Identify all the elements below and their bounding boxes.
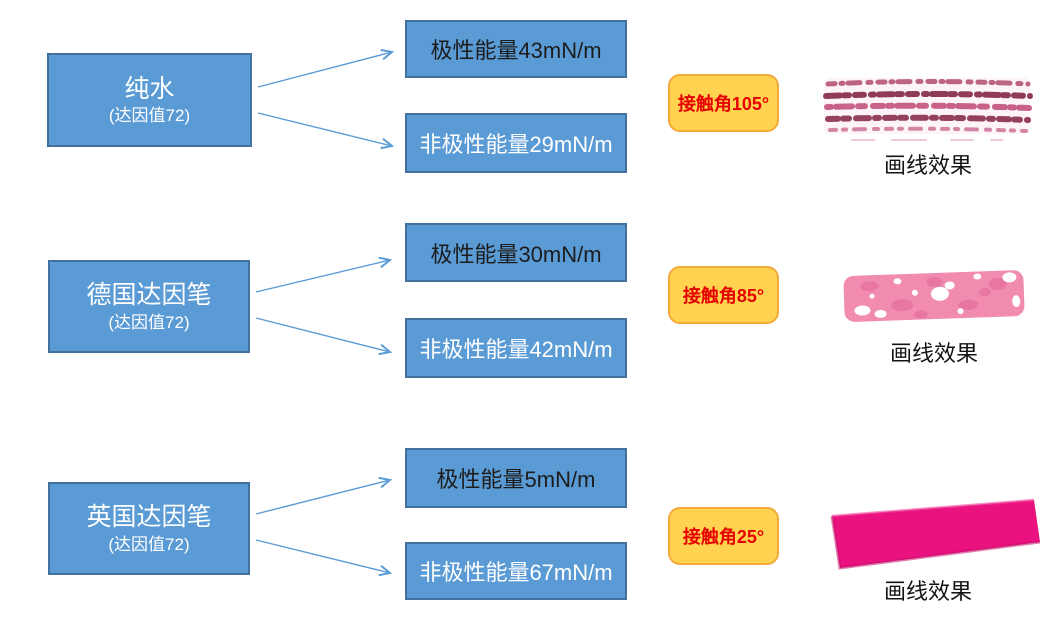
nonpolar-energy-box: 非极性能量29mN/m (405, 113, 627, 173)
contact-angle-badge: 接触角85° (668, 266, 779, 324)
contact-angle-badge: 接触角25° (668, 507, 779, 565)
stroke-caption: 画线效果 (883, 579, 972, 604)
stroke-caption: 画线效果 (883, 153, 972, 178)
polar-energy-box: 极性能量30mN/m (405, 223, 627, 282)
polar-energy-box: 极性能量5mN/m (405, 448, 627, 508)
source-title: 纯水 (124, 74, 175, 103)
pen-stroke-sample-solid (830, 498, 1041, 570)
source-subtitle: (达因值72) (108, 312, 190, 332)
source-box-british-dyne-pen: 英国达因笔 (达因值72) (48, 482, 250, 575)
source-title: 德国达因笔 (86, 281, 212, 310)
stroke-caption: 画线效果 (889, 341, 978, 366)
nonpolar-energy-box: 非极性能量67mN/m (405, 542, 627, 600)
source-box-german-dyne-pen: 德国达因笔 (达因值72) (48, 260, 250, 353)
source-box-pure-water: 纯水 (达因值72) (47, 53, 252, 147)
source-subtitle: (达因值72) (108, 106, 191, 125)
polar-energy-box: 极性能量43mN/m (405, 20, 627, 78)
pen-stroke-sample-broken (823, 78, 1033, 141)
pen-stroke-sample-mottled (843, 270, 1025, 322)
contact-angle-badge: 接触角105° (668, 74, 779, 132)
source-title: 英国达因笔 (86, 503, 212, 532)
source-subtitle: (达因值72) (108, 534, 190, 554)
nonpolar-energy-box: 非极性能量42mN/m (405, 318, 627, 378)
